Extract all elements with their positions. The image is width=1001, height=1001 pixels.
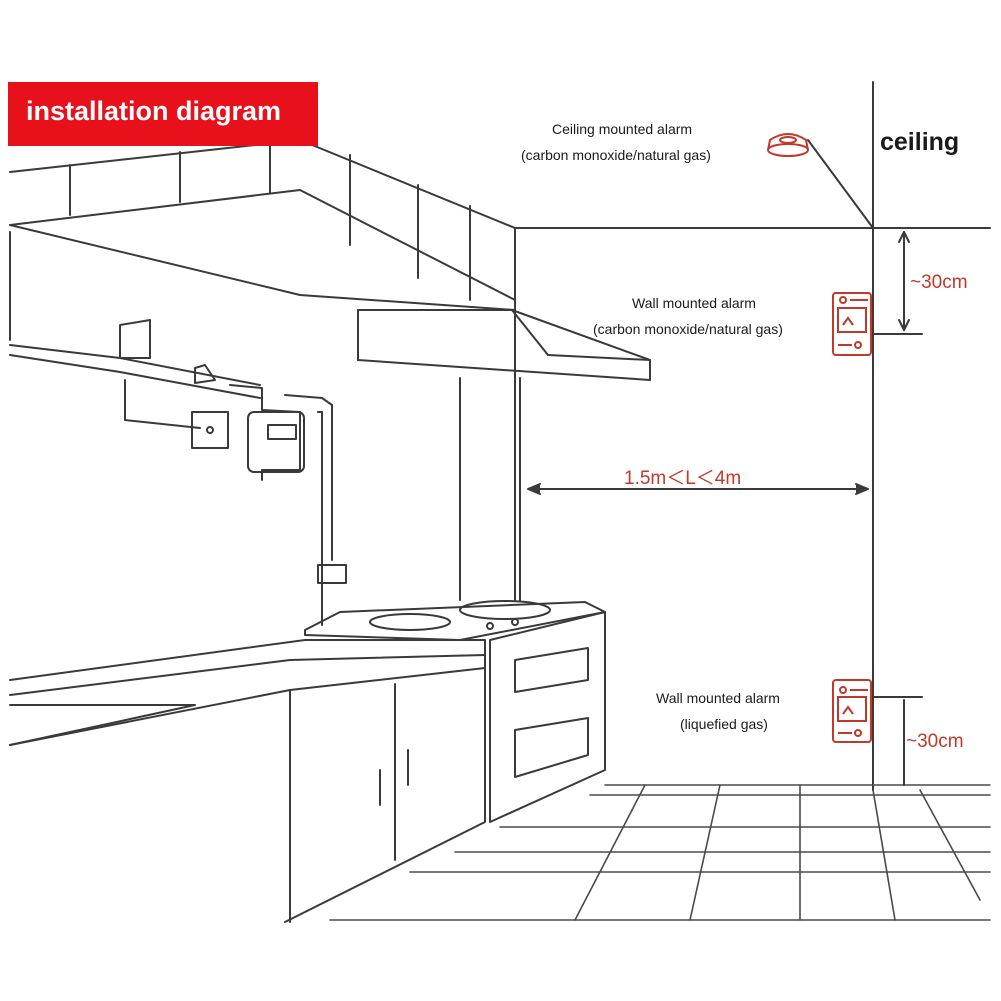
wall-alarm-upper-label-line1: Wall mounted alarm: [632, 295, 756, 311]
dimension-range-arrow: [527, 483, 869, 495]
range-hood: [357, 309, 651, 601]
ceiling-alarm-label-line2: (carbon monoxide/natural gas): [521, 147, 711, 163]
ceiling-alarm-leader: [807, 139, 874, 229]
gas-pipe-assembly: [9, 319, 347, 626]
wall-alarm-lower-icon: [832, 679, 872, 743]
wall-alarm-lower-label-line1: Wall mounted alarm: [656, 690, 780, 706]
distance-range-label: 1.5m＜L＜4m: [624, 468, 742, 489]
wall-alarm-lower-label-line2: (liquefied gas): [680, 716, 768, 732]
diagram-title: installation diagram: [26, 96, 282, 126]
floor-tiles: [329, 784, 991, 921]
wall-alarm-upper-label-line2: (carbon monoxide/natural gas): [593, 321, 783, 337]
wall-alarm-upper-icon: [832, 292, 872, 356]
distance-top-label: ~30cm: [910, 272, 968, 293]
dimension-top-arrow: [872, 231, 923, 335]
title-banner: [8, 82, 318, 146]
gas-stove: [304, 600, 606, 641]
distance-bottom-label: ~30cm: [906, 731, 964, 752]
base-cabinets: [9, 611, 606, 923]
dimension-bottom-arrow: [872, 696, 923, 786]
ceiling-alarm-label-line1: Ceiling mounted alarm: [552, 121, 693, 137]
ceiling-label: ceiling: [880, 128, 960, 156]
upper-cabinets: [9, 139, 516, 341]
ceiling-alarm-icon: [767, 133, 809, 157]
